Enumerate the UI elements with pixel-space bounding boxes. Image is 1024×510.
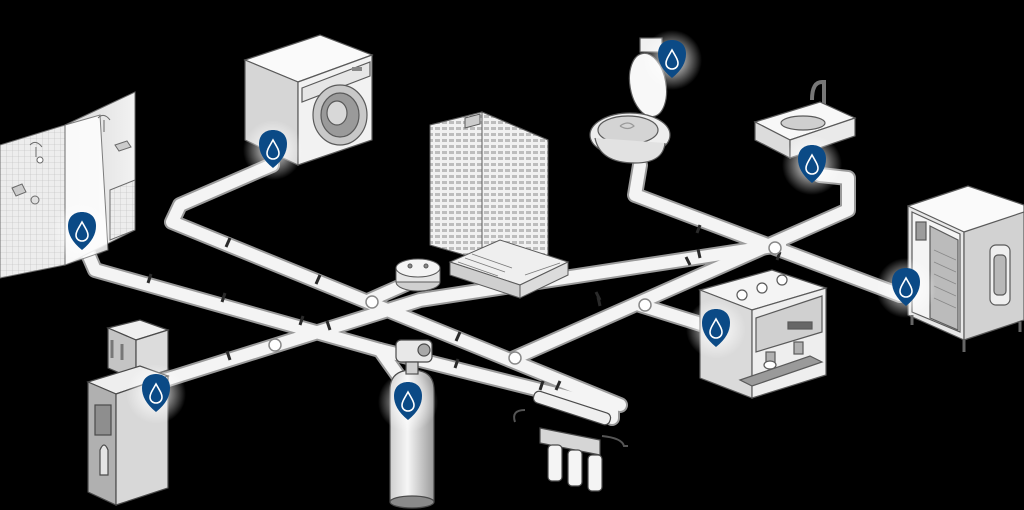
marker-pin [798,145,826,183]
washing-machine-icon [243,34,374,166]
marker-pin [702,309,730,347]
espresso-machine-marker[interactable] [686,299,746,359]
building-icon [429,111,570,299]
water-drop-icon [75,220,89,242]
water-drop-icon [899,276,913,298]
washing-machine-marker[interactable] [243,120,303,180]
water-drop-icon [709,317,723,339]
marker-layer [52,30,936,432]
marker-pin [892,268,920,306]
sink-marker[interactable] [782,135,842,195]
marker-pin [394,382,422,420]
water-softener-tank-marker[interactable] [378,372,438,432]
water-drop-icon [805,153,819,175]
marker-pin [259,130,287,168]
filter-icon [513,390,628,492]
water-drop-icon [149,382,163,404]
toilet-icon [589,37,671,164]
water-drop-icon [401,390,415,412]
shower-icon [0,91,136,279]
combi-oven-marker[interactable] [876,258,936,318]
water-drop-icon [266,138,280,160]
pipe-junctions [268,241,782,365]
shower-marker[interactable] [52,202,112,262]
distributor-icon [395,258,441,292]
water-cooler-marker[interactable] [126,364,186,424]
marker-pin [142,374,170,412]
marker-pin [68,212,96,250]
toilet-marker[interactable] [642,30,702,90]
pipe-joints [146,224,782,391]
water-drop-icon [665,48,679,70]
marker-pin [658,40,686,78]
